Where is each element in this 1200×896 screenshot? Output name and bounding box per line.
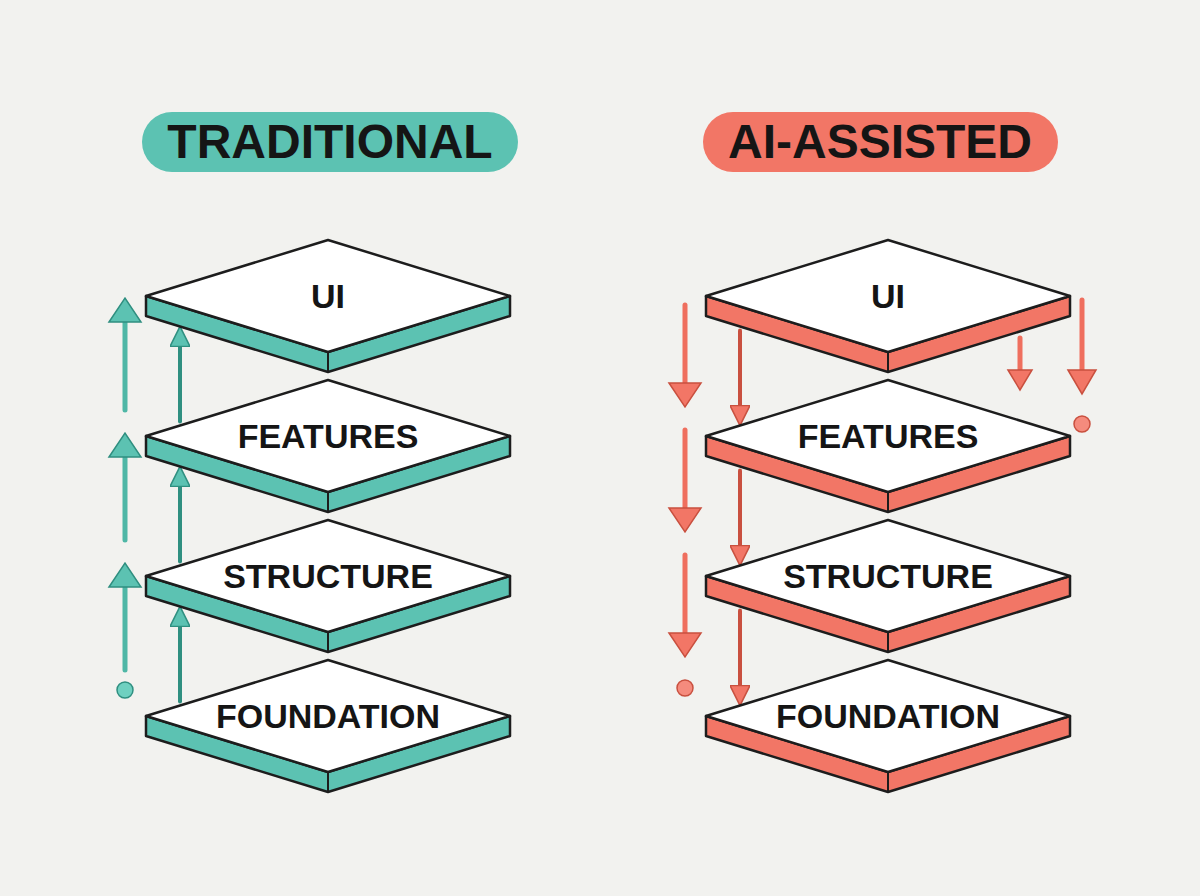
- flow-arrow: [178, 470, 182, 561]
- arrow-up: [109, 563, 141, 670]
- slab-top: [706, 660, 1070, 772]
- layer-slab: STRUCTURE: [143, 517, 513, 655]
- end-dot: [677, 680, 693, 696]
- flow-arrow: [738, 330, 742, 421]
- column-heading-pill: AI-ASSISTED: [703, 112, 1058, 172]
- slab-top: [706, 240, 1070, 352]
- layer-label: FOUNDATION: [216, 699, 440, 733]
- layer-label: FEATURES: [238, 419, 419, 453]
- slab-top: [706, 520, 1070, 632]
- arrow-down: [669, 430, 701, 532]
- slab-edge: [327, 492, 329, 512]
- layer-label: STRUCTURE: [223, 559, 433, 593]
- slab-top: [146, 240, 510, 352]
- layer-label: FOUNDATION: [776, 699, 1000, 733]
- slab-edge: [327, 772, 329, 792]
- arrow-down: [669, 305, 701, 407]
- start-dot: [117, 682, 133, 698]
- arrow-up: [109, 433, 141, 540]
- arrow-down: [1008, 338, 1032, 390]
- layer-label: FEATURES: [798, 419, 979, 453]
- column-heading-pill: TRADITIONAL: [142, 112, 518, 172]
- layer-slab: UI: [703, 237, 1073, 375]
- slab-edge: [327, 352, 329, 372]
- slab-edge: [887, 352, 889, 372]
- arrow-down: [1068, 300, 1096, 394]
- arrow-down: [669, 555, 701, 657]
- flow-arrow: [738, 610, 742, 701]
- end-dot: [1074, 416, 1090, 432]
- heading-text: AI-ASSISTED: [728, 118, 1032, 166]
- layer-slab: FEATURES: [143, 377, 513, 515]
- slab-edge: [327, 632, 329, 652]
- layer-label: STRUCTURE: [783, 559, 993, 593]
- flow-arrow: [178, 330, 182, 421]
- slab-top: [146, 380, 510, 492]
- flow-arrow: [178, 610, 182, 701]
- layer-slab: FOUNDATION: [703, 657, 1073, 795]
- side-arrows-up: [109, 298, 141, 670]
- flow-arrow: [738, 470, 742, 561]
- layer-label: UI: [871, 279, 905, 313]
- layer-slab: FEATURES: [703, 377, 1073, 515]
- slab-top: [146, 660, 510, 772]
- slab-edge: [887, 632, 889, 652]
- slab-edge: [887, 772, 889, 792]
- layer-slab: STRUCTURE: [703, 517, 1073, 655]
- slab-top: [146, 520, 510, 632]
- layer-slab: FOUNDATION: [143, 657, 513, 795]
- slab-top: [706, 380, 1070, 492]
- layer-slab: UI: [143, 237, 513, 375]
- arrow-up: [109, 298, 141, 410]
- slab-edge: [887, 492, 889, 512]
- layer-label: UI: [311, 279, 345, 313]
- heading-text: TRADITIONAL: [167, 118, 492, 166]
